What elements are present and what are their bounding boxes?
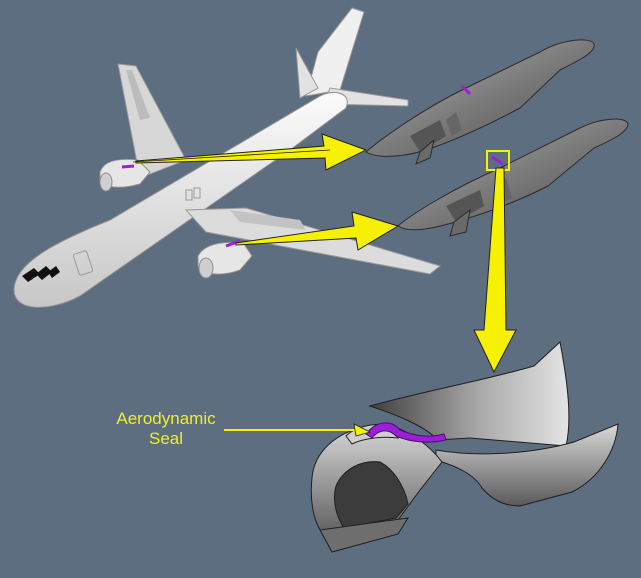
seal-callout-label: Aerodynamic Seal <box>96 409 236 449</box>
pylon-fairing-illustration <box>365 39 629 237</box>
seal-callout-line2: Seal <box>148 429 184 448</box>
seal-callout-leader <box>224 423 372 437</box>
pointer-arrows <box>132 133 517 374</box>
aircraft-illustration <box>13 7 442 308</box>
seal-callout-line1: Aerodynamic <box>116 409 216 428</box>
seal-detail-illustration <box>310 341 619 553</box>
